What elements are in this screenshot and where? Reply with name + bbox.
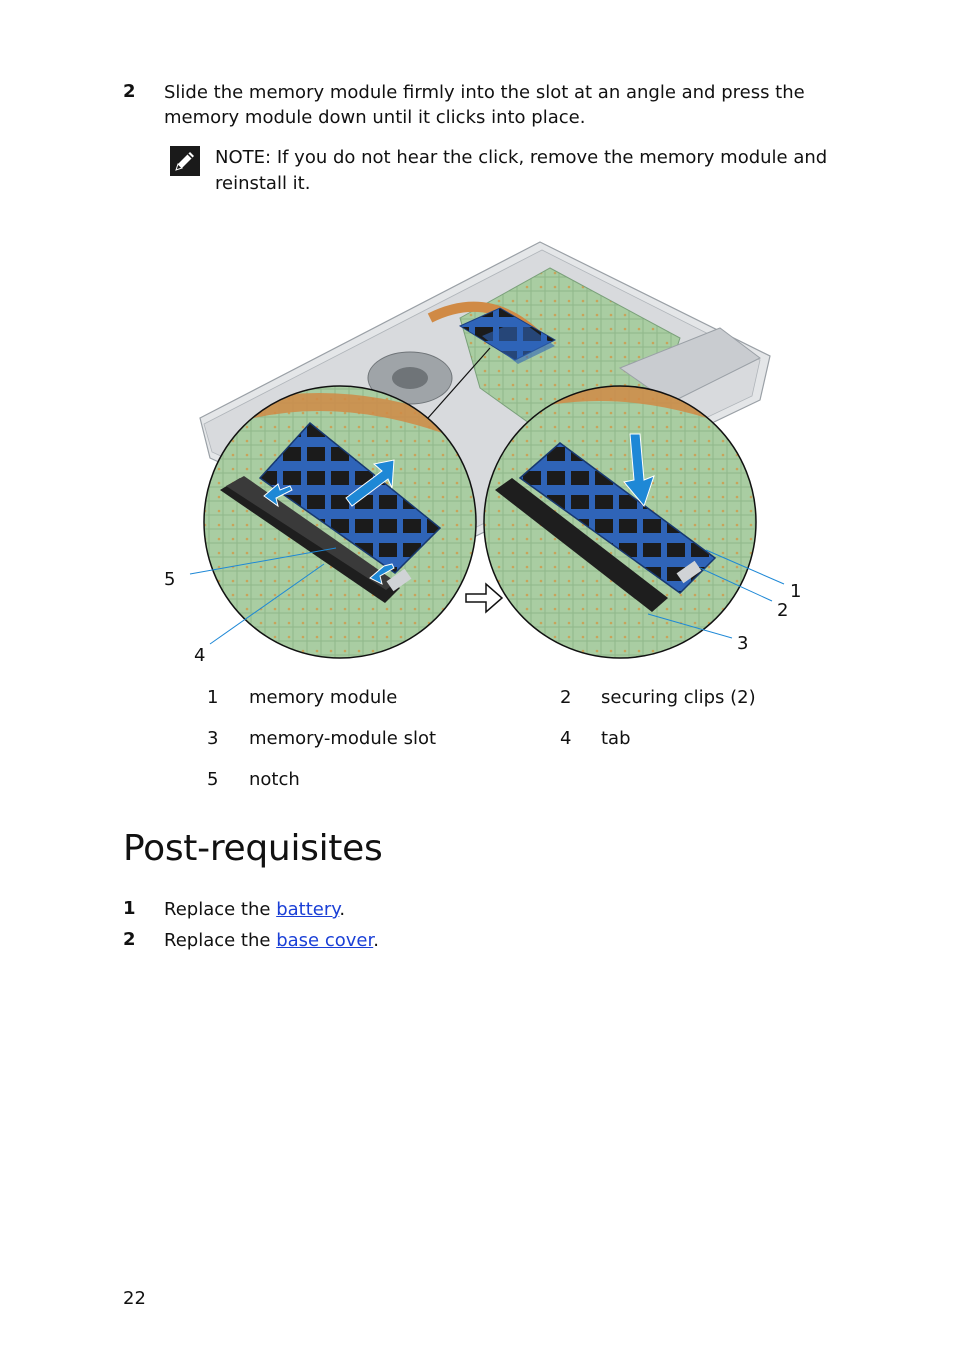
legend-num-2: 2 bbox=[560, 687, 572, 708]
legend-label-1: memory module bbox=[249, 687, 398, 708]
postreq-step-2-prefix: Replace the bbox=[164, 930, 277, 951]
legend-num-3: 3 bbox=[207, 728, 219, 749]
step-number: 2 bbox=[123, 81, 136, 102]
postreq-step-1: Replace the battery. bbox=[164, 897, 345, 922]
legend-num-5: 5 bbox=[207, 769, 219, 790]
base-cover-link[interactable]: base cover bbox=[276, 930, 374, 951]
note-text: NOTE: If you do not hear the click, remo… bbox=[215, 145, 835, 197]
legend-label-2: securing clips (2) bbox=[601, 687, 756, 708]
postreq-step-number-2: 2 bbox=[123, 929, 136, 950]
step-text: Slide the memory module firmly into the … bbox=[164, 82, 805, 128]
legend-label-4: tab bbox=[601, 728, 631, 749]
callout-2: 2 bbox=[777, 600, 788, 621]
pencil-icon bbox=[170, 146, 200, 176]
postreq-step-1-suffix: . bbox=[339, 899, 346, 920]
postreq-step-1-prefix: Replace the bbox=[164, 899, 277, 920]
memory-install-figure: 1 2 3 4 5 bbox=[160, 228, 820, 668]
legend-num-1: 1 bbox=[207, 687, 219, 708]
page-number: 22 bbox=[123, 1288, 146, 1309]
postreq-step-number-1: 1 bbox=[123, 898, 136, 919]
legend-label-5: notch bbox=[249, 769, 300, 790]
callout-4: 4 bbox=[194, 645, 205, 666]
section-heading: Post-requisites bbox=[123, 828, 383, 869]
battery-link[interactable]: battery bbox=[276, 899, 340, 920]
note-label: NOTE: bbox=[215, 147, 272, 168]
postreq-step-2-suffix: . bbox=[373, 930, 379, 951]
legend-num-4: 4 bbox=[560, 728, 572, 749]
callout-1: 1 bbox=[790, 581, 801, 602]
postreq-step-2: Replace the base cover. bbox=[164, 928, 379, 953]
legend-label-3: memory-module slot bbox=[249, 728, 437, 749]
note-body: If you do not hear the click, remove the… bbox=[215, 147, 828, 194]
callout-3: 3 bbox=[737, 633, 748, 654]
callout-5: 5 bbox=[164, 569, 175, 590]
